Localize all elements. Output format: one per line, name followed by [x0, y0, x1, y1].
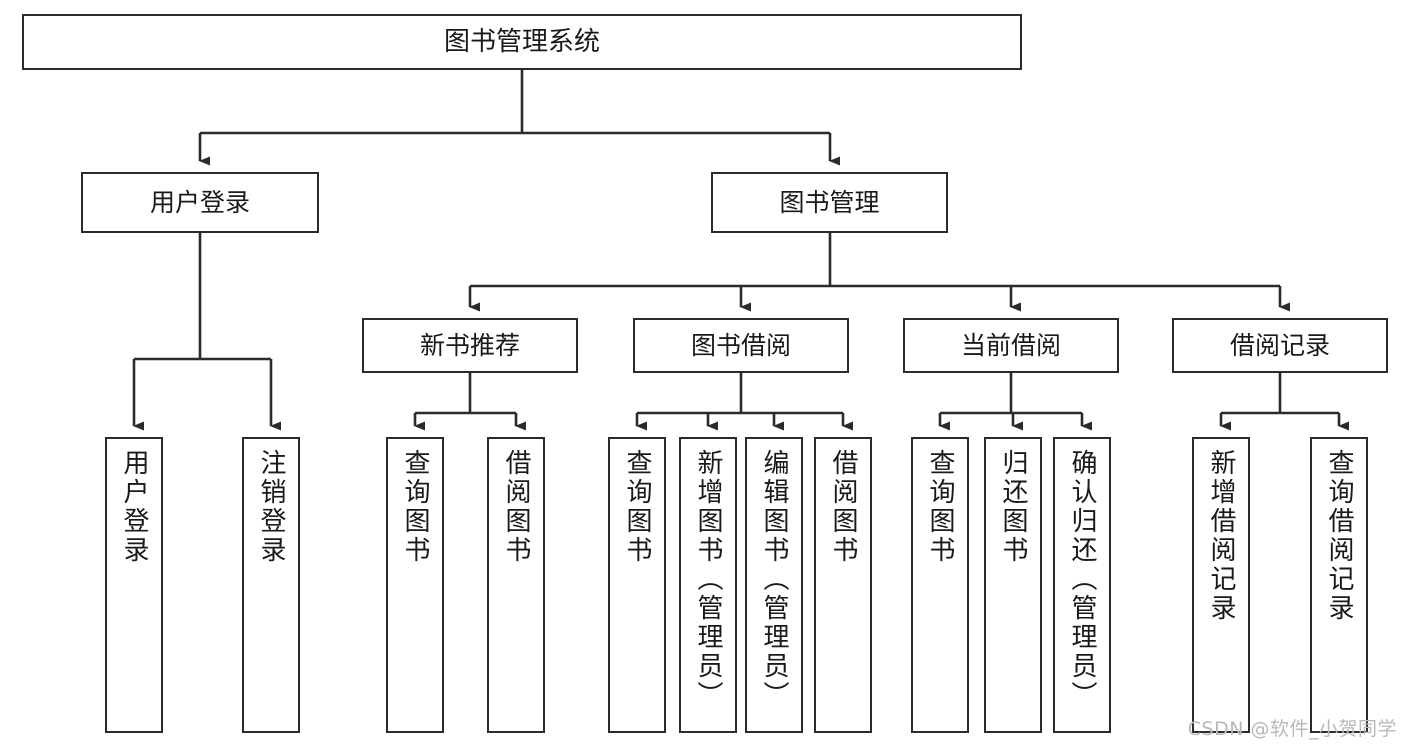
connector-bus [637, 373, 843, 415]
node-root-label: 图书管理系统 [443, 26, 600, 57]
node-leaf-confirm-return[interactable]: 确认归还（管理员） [1053, 437, 1111, 733]
node-leaf-return-book-label: 归还图书 [998, 449, 1028, 565]
watermark-label: CSDN @软件_小贺同学 [1187, 718, 1397, 740]
node-leaf-confirm-return-label: 确认归还（管理员） [1067, 449, 1097, 710]
node-current-borrow-label: 当前借阅 [960, 330, 1061, 360]
node-leaf-query-book-cur[interactable]: 查询图书 [911, 437, 969, 733]
node-leaf-borrow-book-label: 借阅图书 [828, 449, 858, 565]
node-current-borrow[interactable]: 当前借阅 [903, 318, 1119, 373]
connector-bus [470, 233, 1280, 288]
node-book-borrow-label: 图书借阅 [690, 330, 791, 360]
node-leaf-add-book-label: 新增图书（管理员） [693, 449, 723, 710]
node-leaf-user-login-label: 用户登录 [119, 449, 149, 565]
connector-bus [940, 373, 1082, 415]
node-leaf-user-login[interactable]: 用户登录 [105, 437, 163, 733]
node-leaf-query-record[interactable]: 查询借阅记录 [1310, 437, 1368, 733]
node-leaf-query-book-rec[interactable]: 查询图书 [386, 437, 444, 733]
node-leaf-add-book[interactable]: 新增图书（管理员） [679, 437, 737, 733]
node-book-manage-label: 图书管理 [779, 187, 880, 217]
node-leaf-edit-book[interactable]: 编辑图书（管理员） [745, 437, 803, 733]
connector-bus [1221, 373, 1339, 415]
node-leaf-query-book-borrow-label: 查询图书 [622, 449, 652, 565]
node-book-borrow[interactable]: 图书借阅 [633, 318, 849, 373]
node-borrow-record[interactable]: 借阅记录 [1172, 318, 1388, 373]
node-leaf-logout-label: 注销登录 [256, 449, 286, 565]
node-borrow-record-label: 借阅记录 [1229, 330, 1330, 360]
node-leaf-query-book-rec-label: 查询图书 [400, 449, 430, 565]
node-leaf-query-record-label: 查询借阅记录 [1324, 449, 1354, 623]
node-book-manage[interactable]: 图书管理 [711, 172, 948, 233]
connector-bus [415, 373, 516, 415]
connector-bus [134, 233, 271, 361]
node-user-login-label: 用户登录 [149, 187, 250, 217]
node-leaf-query-book-borrow[interactable]: 查询图书 [608, 437, 666, 733]
connector-bus [200, 70, 830, 135]
node-leaf-return-book[interactable]: 归还图书 [984, 437, 1042, 733]
node-new-book-recommend-label: 新书推荐 [419, 330, 520, 360]
node-leaf-query-book-cur-label: 查询图书 [925, 449, 955, 565]
node-user-login[interactable]: 用户登录 [81, 172, 319, 233]
node-leaf-add-record-label: 新增借阅记录 [1206, 449, 1236, 623]
node-root[interactable]: 图书管理系统 [22, 14, 1022, 70]
node-new-book-recommend[interactable]: 新书推荐 [362, 318, 578, 373]
node-leaf-borrow-book-rec[interactable]: 借阅图书 [487, 437, 545, 733]
node-leaf-edit-book-label: 编辑图书（管理员） [759, 449, 789, 710]
node-leaf-borrow-book-rec-label: 借阅图书 [501, 449, 531, 565]
node-leaf-add-record[interactable]: 新增借阅记录 [1192, 437, 1250, 733]
node-leaf-logout[interactable]: 注销登录 [242, 437, 300, 733]
node-leaf-borrow-book[interactable]: 借阅图书 [814, 437, 872, 733]
